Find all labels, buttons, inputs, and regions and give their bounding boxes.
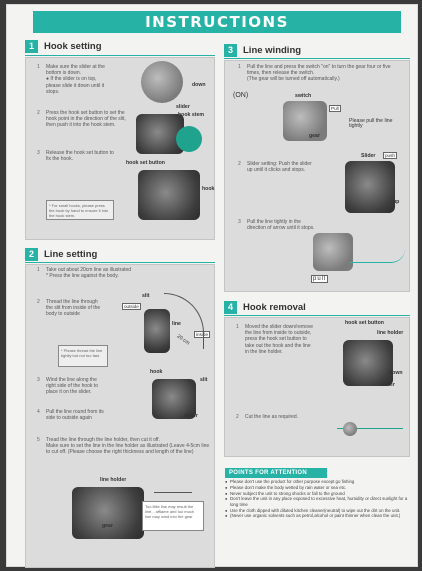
step-1: 1 Take out about 20cm line as illustrate… bbox=[37, 267, 132, 280]
label-line-holder: line holder bbox=[100, 477, 127, 483]
page-title: INSTRUCTIONS bbox=[33, 11, 401, 33]
hook-wind-photo bbox=[152, 379, 196, 419]
attention-list: Please don't use the product for other p… bbox=[225, 479, 411, 519]
label-hook-stem: hook stem bbox=[178, 112, 204, 118]
switch-photo bbox=[283, 101, 327, 141]
label-slit-2: slit bbox=[200, 377, 208, 383]
hook-removal-photo bbox=[343, 340, 393, 386]
label-slider: slider bbox=[176, 104, 190, 110]
list-item: Please don't use the product for other p… bbox=[225, 479, 411, 485]
label-down: down bbox=[389, 370, 403, 376]
label-slit: slit bbox=[142, 293, 150, 299]
label-gear: gear bbox=[309, 133, 320, 139]
section-rule bbox=[224, 315, 410, 316]
label-hook-set-button: hook set button bbox=[126, 160, 165, 166]
label-hook: hook bbox=[150, 369, 163, 375]
label-pull-note: Please pull the line tightly bbox=[349, 118, 393, 129]
pull-tag: Pull bbox=[329, 105, 341, 112]
step-1: 1 Moved the slider down/remove the line … bbox=[236, 324, 314, 355]
step-1: 1 Make sure the slider at the bottom is … bbox=[37, 64, 105, 95]
list-item: Use the cloth dipped with diluted kitche… bbox=[225, 508, 411, 514]
small-hook-note: * For small hooks, please press the hook… bbox=[46, 200, 114, 220]
label-on: (ON) bbox=[233, 92, 249, 99]
list-item: Never subject the unit to strong shocks … bbox=[225, 491, 411, 497]
line-arrow bbox=[349, 249, 405, 263]
panel-line-setting: 1 Take out about 20cm line as illustrate… bbox=[25, 264, 215, 568]
slider-photo bbox=[141, 61, 183, 103]
panel-hook-setting: 1 Make sure the slider at the bottom is … bbox=[25, 57, 215, 240]
section-rule bbox=[224, 58, 410, 59]
section-line-setting-header: 2 Line setting bbox=[25, 248, 97, 261]
section-rule bbox=[25, 55, 215, 56]
hook-icon bbox=[343, 422, 357, 436]
label-slider: slider bbox=[381, 382, 395, 388]
section-number: 2 bbox=[25, 248, 38, 261]
section-title: Line setting bbox=[44, 249, 98, 260]
label-gear: gear bbox=[102, 523, 113, 529]
section-hook-removal-header: 4 Hook removal bbox=[224, 301, 306, 314]
attention-title: POINTS FOR ATTENTION bbox=[225, 468, 327, 478]
label-up: up bbox=[393, 199, 400, 205]
step-2: 2 Press the hook set button to set the h… bbox=[37, 110, 126, 129]
label-down: down bbox=[192, 82, 206, 88]
list-item: Don't leave the unit in any place expose… bbox=[225, 496, 411, 507]
section-number: 1 bbox=[25, 40, 38, 53]
list-item: Please don't make the body wetted by rai… bbox=[225, 485, 411, 491]
list-item: (Never use organic solvents such as petr… bbox=[225, 513, 411, 519]
section-line-winding-header: 3 Line winding bbox=[224, 44, 301, 57]
push-tag: push bbox=[383, 152, 397, 159]
hook-release-photo bbox=[138, 170, 200, 220]
section-title: Hook removal bbox=[243, 302, 306, 313]
step-2: 2 Thread the line through the slit from … bbox=[37, 299, 101, 318]
label-line-holder: line holder bbox=[377, 330, 404, 336]
step-1: 1 Pull the line and press the switch "on… bbox=[238, 64, 391, 83]
label-switch: switch bbox=[295, 93, 312, 99]
step-3: 3 Release the hook set button to fix the… bbox=[37, 150, 114, 163]
thread-note: * Please thread the line tightly but not… bbox=[58, 345, 108, 367]
pull-line-photo bbox=[313, 233, 353, 271]
step-3: 3 Pull the line tightly in the direction… bbox=[238, 219, 315, 232]
hook-circle-icon bbox=[176, 126, 202, 152]
section-rule bbox=[25, 262, 215, 263]
step-3: 3 Wind the line along the right side of … bbox=[37, 377, 98, 396]
section-number: 3 bbox=[224, 44, 237, 57]
cut-line bbox=[337, 428, 403, 429]
length-indicator bbox=[154, 483, 192, 493]
line-length-callout: Too little line may result the line... a… bbox=[142, 501, 204, 531]
step-2: 2 Slider setting: Push the slider up unt… bbox=[238, 161, 312, 174]
outside-tag: outside bbox=[122, 303, 141, 310]
slider-push-photo bbox=[345, 161, 395, 213]
section-title: Line winding bbox=[243, 45, 302, 56]
label-hook-set-button: hook set button bbox=[345, 320, 384, 326]
label-slider: Slider bbox=[361, 153, 376, 159]
step-5: 5 Tread the line through the line holder… bbox=[37, 437, 210, 456]
panel-hook-removal: hook set button line holder 1 Moved the … bbox=[224, 317, 410, 457]
step-4: 4 Pull the line round from its side to o… bbox=[37, 409, 104, 422]
panel-line-winding: 1 Pull the line and press the switch "on… bbox=[224, 60, 410, 292]
section-number: 4 bbox=[224, 301, 237, 314]
step-2: 2 Cut the line as required. bbox=[236, 414, 299, 420]
section-hook-setting-header: 1 Hook setting bbox=[25, 40, 102, 53]
instruction-sheet: INSTRUCTIONS 1 Hook setting 1 Make sure … bbox=[6, 4, 418, 568]
label-hook: hook bbox=[202, 186, 215, 192]
line-curve bbox=[164, 293, 204, 349]
section-title: Hook setting bbox=[44, 41, 102, 52]
label-slider: slider bbox=[184, 413, 198, 419]
pull-label-box: pull bbox=[311, 275, 329, 283]
line-holder-photo bbox=[72, 487, 144, 539]
